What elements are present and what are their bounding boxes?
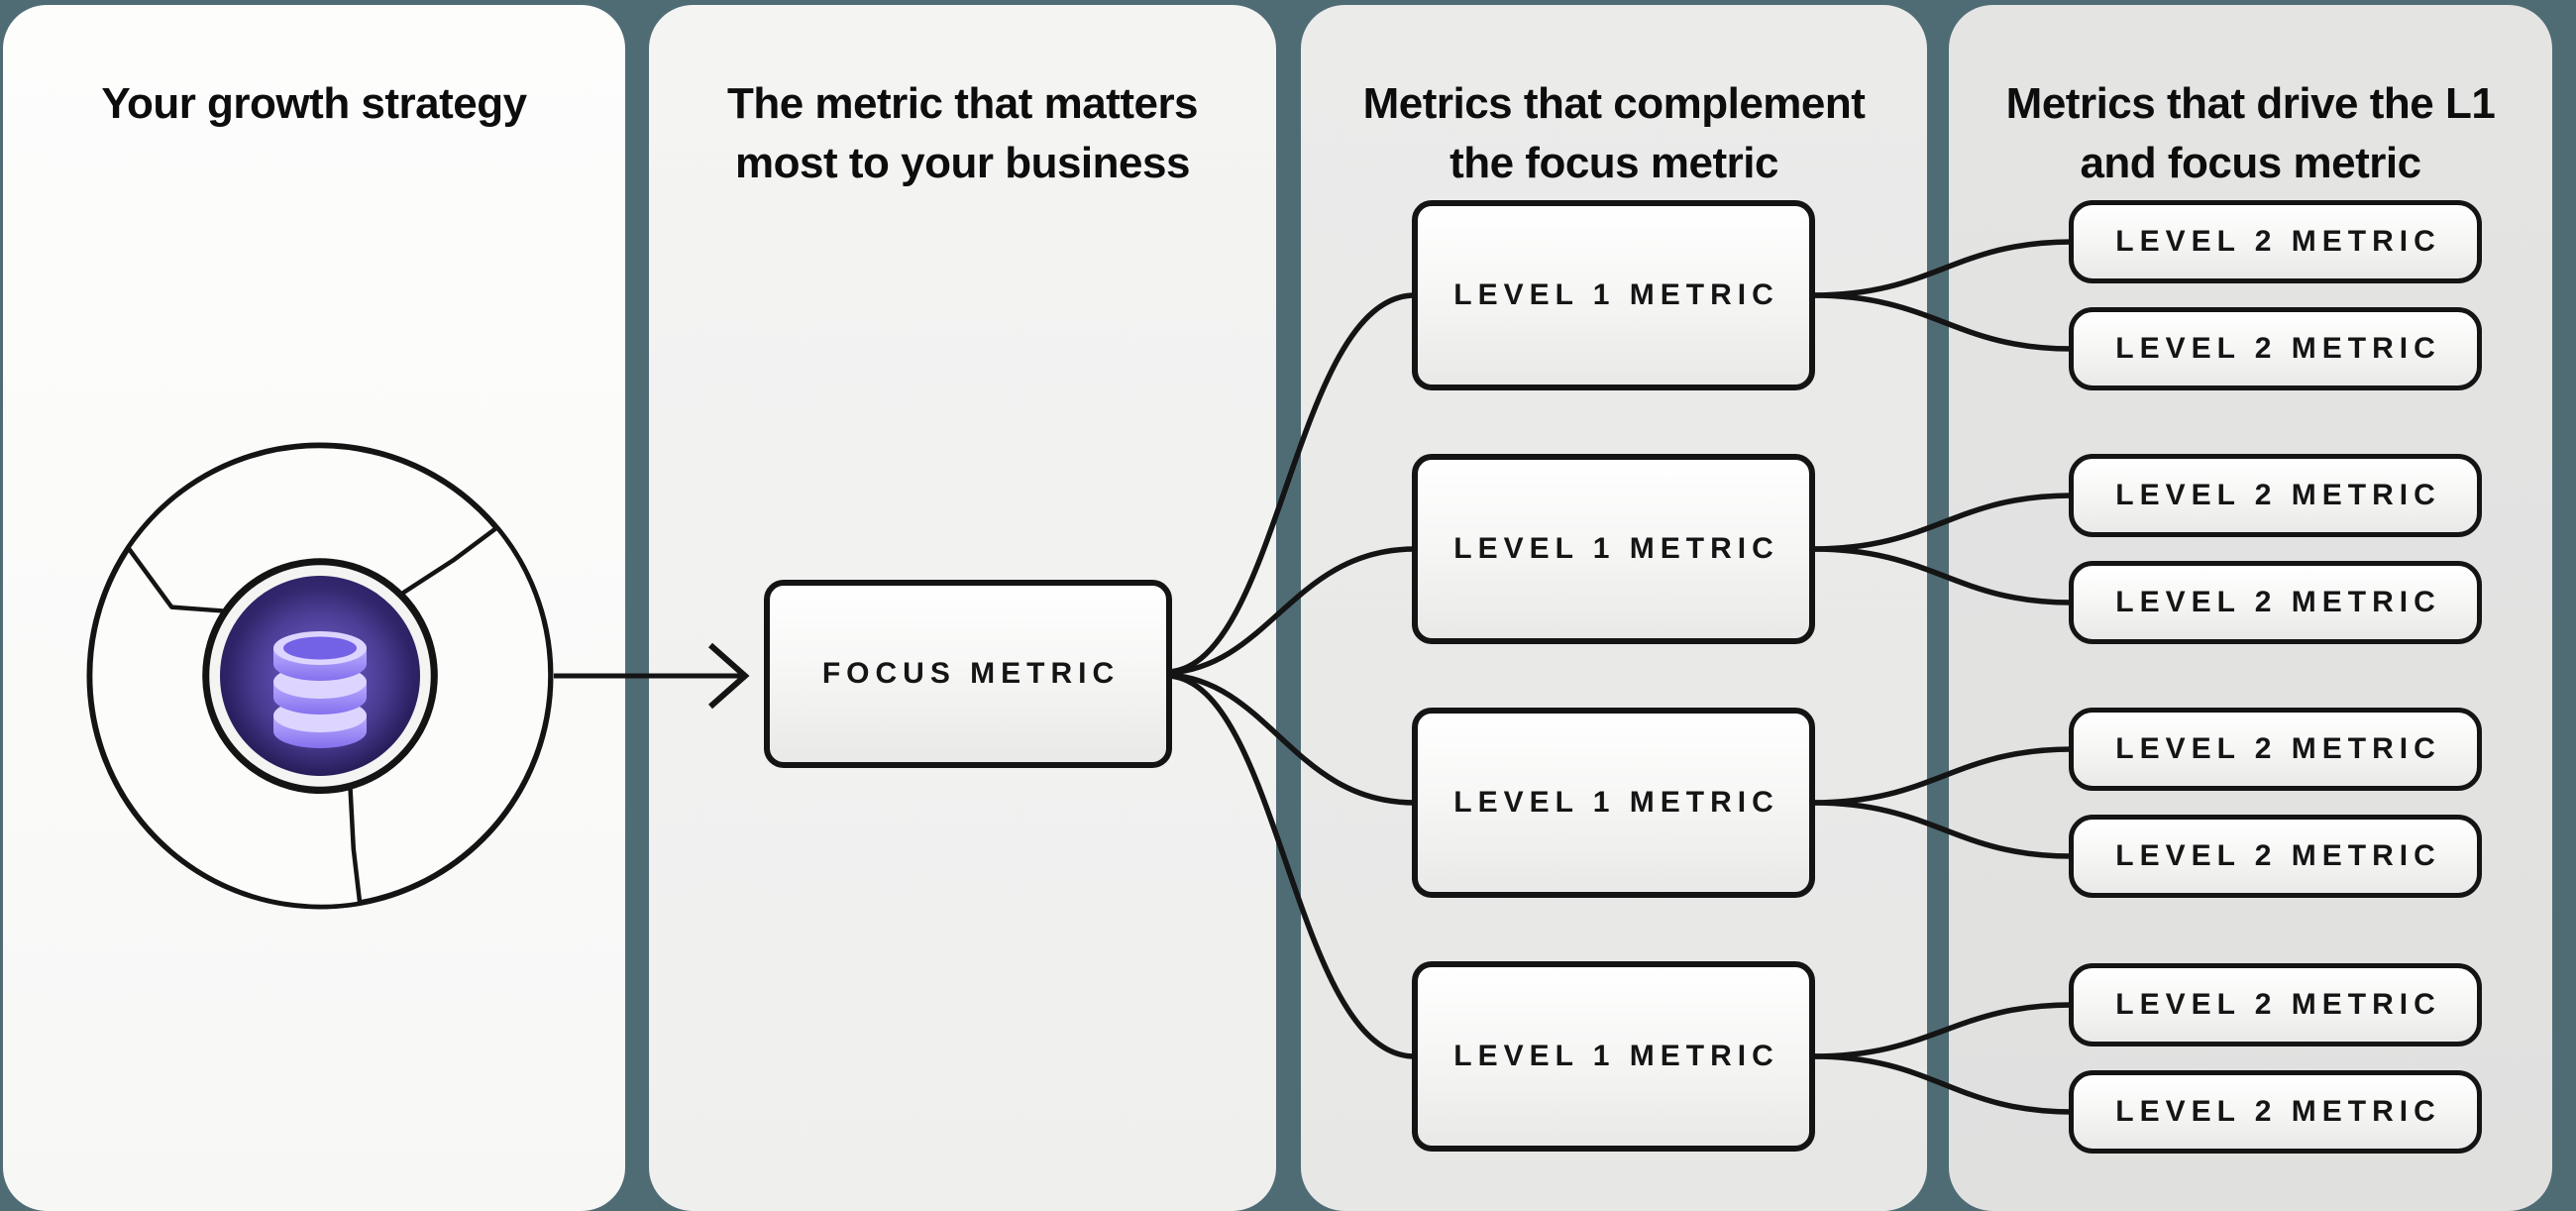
panel-title-line: Your growth strategy (101, 79, 527, 128)
panel-title-line: and focus metric (2080, 139, 2421, 187)
level2-metric-node: LEVEL 2 METRIC (2069, 561, 2482, 644)
connector-l1-3-l2-6 (1812, 800, 2073, 859)
connector-focus-l1-4 (1168, 673, 1416, 1059)
focus-metric-node: FOCUS METRIC (764, 580, 1172, 768)
level1-metric-node: LEVEL 1 METRIC (1412, 454, 1815, 644)
connector-l1-1-l2-2 (1812, 292, 2073, 352)
level1-metric-label: LEVEL 1 METRIC (1453, 1040, 1779, 1072)
level1-metric-node: LEVEL 1 METRIC (1412, 200, 1815, 390)
growth-flywheel-icon (86, 442, 554, 910)
panel-title: The metric that matters most to your bus… (649, 74, 1276, 193)
connector-l1-4-l2-7 (1812, 1002, 2073, 1059)
level2-metric-node: LEVEL 2 METRIC (2069, 708, 2482, 791)
panel-title-line: Metrics that complement (1362, 79, 1866, 128)
panel-title-line: Metrics that drive the L1 (2005, 79, 2496, 128)
level2-metric-label: LEVEL 2 METRIC (2115, 586, 2441, 618)
panel-title-line: most to your business (735, 139, 1190, 187)
level1-metric-node: LEVEL 1 METRIC (1412, 961, 1815, 1152)
level1-metric-label: LEVEL 1 METRIC (1453, 278, 1779, 311)
connector-l1-2-l2-3 (1812, 493, 2073, 552)
level2-metric-label: LEVEL 2 METRIC (2115, 732, 2441, 765)
level2-metric-node: LEVEL 2 METRIC (2069, 963, 2482, 1046)
level2-metric-label: LEVEL 2 METRIC (2115, 332, 2441, 365)
level2-metric-label: LEVEL 2 METRIC (2115, 225, 2441, 258)
focus-metric-label: FOCUS METRIC (821, 657, 1121, 690)
panel-title: Your growth strategy (3, 74, 625, 134)
connector-focus-l1-2 (1168, 546, 1416, 676)
flywheel-blades (86, 443, 554, 910)
connector-l1-4-l2-8 (1812, 1053, 2073, 1115)
connector-focus-l1-3 (1168, 672, 1416, 806)
panel-title-line: The metric that matters (726, 79, 1199, 128)
level1-metric-label: LEVEL 1 METRIC (1453, 532, 1779, 565)
level2-metric-node: LEVEL 2 METRIC (2069, 454, 2482, 537)
panel-title: Metrics that drive the L1 and focus metr… (1949, 74, 2552, 193)
level2-metric-label: LEVEL 2 METRIC (2115, 839, 2441, 872)
level2-metric-node: LEVEL 2 METRIC (2069, 200, 2482, 283)
level2-metric-label: LEVEL 2 METRIC (2115, 1095, 2441, 1128)
level2-metric-label: LEVEL 2 METRIC (2115, 479, 2441, 511)
level1-metric-label: LEVEL 1 METRIC (1453, 786, 1779, 819)
database-icon (226, 586, 414, 774)
panel-title-line: the focus metric (1449, 139, 1778, 187)
level2-metric-label: LEVEL 2 METRIC (2115, 988, 2441, 1021)
connector-l1-3-l2-5 (1812, 746, 2073, 806)
level2-metric-node: LEVEL 2 METRIC (2069, 815, 2482, 898)
connector-l1-1-l2-1 (1812, 239, 2073, 298)
level2-metric-node: LEVEL 2 METRIC (2069, 307, 2482, 390)
arrow-right-icon (708, 642, 750, 710)
connector-l1-2-l2-4 (1812, 546, 2073, 606)
connector-focus-l1-1 (1168, 292, 1416, 675)
panel-title: Metrics that complement the focus metric (1301, 74, 1927, 193)
level2-metric-node: LEVEL 2 METRIC (2069, 1070, 2482, 1154)
level1-metric-node: LEVEL 1 METRIC (1412, 708, 1815, 898)
